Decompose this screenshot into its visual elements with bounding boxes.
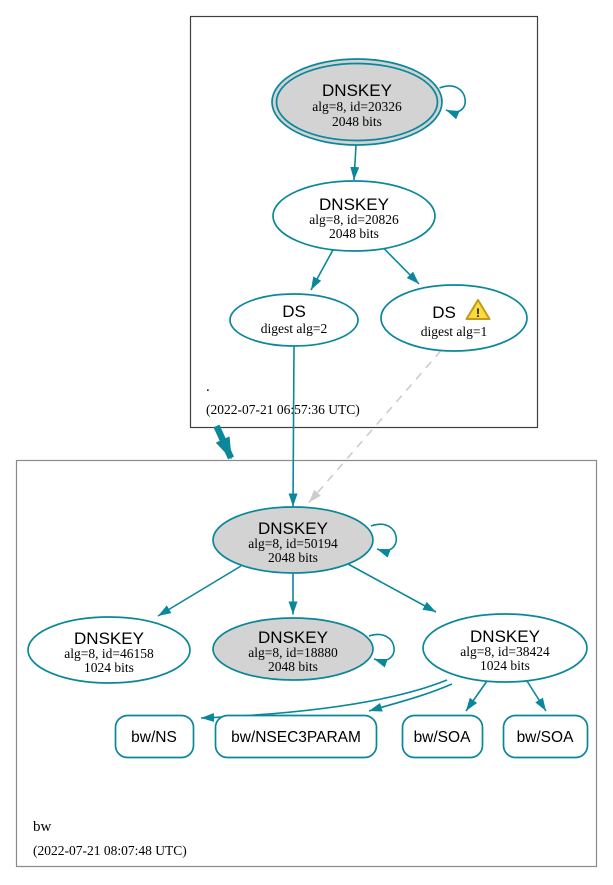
node-root-zsk-detail1: alg=8, id=20826 (309, 212, 399, 227)
warning-exclamation: ! (476, 306, 480, 320)
edge-root-zsk-to-ds-alg2 (310, 247, 335, 291)
node-root-ds-alg2-detail1: digest alg=2 (261, 321, 327, 336)
node-bw-dnskey-46158-title: DNSKEY (74, 629, 144, 648)
node-bw-ksk-detail2: 2048 bits (268, 550, 318, 565)
zone-cluster-bw (15, 459, 598, 868)
node-bw-ns-rrset[interactable]: bw/NS (114, 714, 195, 759)
zone-timestamp-root: (2022-07-21 06:57:36 UTC) (206, 402, 360, 417)
node-root-ds-alg2-title: DS (282, 302, 306, 321)
node-bw-soa-1-label: bw/SOA (414, 729, 472, 746)
node-bw-ksk-title: DNSKEY (258, 519, 328, 538)
node-root-ksk-inner-ellipse (275, 62, 439, 142)
node-bw-dnskey-46158-detail2: 1024 bits (84, 660, 134, 675)
node-bw-dnskey-38424-title: DNSKEY (470, 627, 540, 646)
node-root-ds-alg2-ellipse (229, 293, 359, 347)
node-root-zsk-detail2: 2048 bits (329, 226, 379, 241)
node-root-ksk-outer-ellipse (271, 58, 443, 146)
node-bw-ksk-ellipse (212, 506, 374, 574)
edge-bw-dnskey-38424-to-nsec3param (368, 683, 453, 712)
edge-bw-dnskey-18880-selfloop (368, 633, 395, 668)
node-bw-dnskey-38424[interactable]: DNSKEY alg=8, id=38424 1024 bits (422, 613, 588, 683)
zone-label-bw: bw (33, 819, 52, 835)
node-bw-nsec3param-label: bw/NSEC3PARAM (231, 729, 361, 746)
node-bw-nsec3param-rect (214, 714, 378, 759)
edge-bw-ksk-to-dnskey-38424 (347, 563, 437, 613)
node-root-ds-alg1-ellipse (380, 284, 528, 352)
edge-bw-dnskey-38424-to-soa-1 (465, 680, 488, 712)
node-bw-ns-rect (114, 714, 195, 759)
node-bw-dnskey-38424-detail1: alg=8, id=38424 (460, 644, 550, 659)
node-bw-soa-2-rect (502, 714, 589, 759)
node-root-ksk-dnskey-20326[interactable]: DNSKEY alg=8, id=20326 2048 bits (271, 58, 443, 146)
zone-label-root: . (206, 379, 210, 395)
node-bw-dnskey-38424-ellipse (422, 613, 588, 683)
zone-cluster-root (189, 15, 539, 429)
edge-bw-dnskey-38424-to-soa-2 (526, 680, 547, 712)
warning-icon: ! (465, 299, 491, 320)
node-bw-nsec3param-rrset[interactable]: bw/NSEC3PARAM (214, 714, 378, 759)
node-root-ds-alg1-detail1: digest alg=1 (421, 324, 487, 339)
node-bw-dnskey-38424-detail2: 1024 bits (480, 658, 530, 673)
node-bw-ksk-detail1: alg=8, id=50194 (248, 536, 338, 551)
node-bw-soa-2-label: bw/SOA (517, 729, 575, 746)
edge-root-ksk-selfloop (439, 85, 466, 120)
node-bw-ksk-dnskey-50194[interactable]: DNSKEY alg=8, id=50194 2048 bits (212, 506, 374, 574)
node-bw-soa-rrset-1[interactable]: bw/SOA (401, 714, 484, 759)
node-bw-dnskey-46158[interactable]: DNSKEY alg=8, id=46158 1024 bits (27, 616, 191, 684)
node-bw-dnskey-18880-detail1: alg=8, id=18880 (248, 645, 338, 660)
edge-ds-alg2-to-bw-ksk (288, 345, 298, 507)
node-bw-dnskey-46158-detail1: alg=8, id=46158 (64, 646, 154, 661)
node-bw-dnskey-46158-ellipse (27, 616, 191, 684)
node-bw-dnskey-18880-title: DNSKEY (258, 628, 328, 647)
node-root-ds-digest-alg2[interactable]: DS digest alg=2 (229, 293, 359, 347)
node-root-ds-digest-alg1[interactable]: DS ! digest alg=1 (380, 284, 528, 352)
warning-triangle (465, 299, 491, 320)
node-root-zsk-ellipse (272, 180, 436, 252)
edge-root-zsk-to-ds-alg1 (383, 247, 420, 285)
node-bw-dnskey-18880-ellipse (212, 617, 374, 681)
edge-delegation-root-to-bw (213, 424, 234, 460)
edge-bw-ksk-to-dnskey-46158 (157, 565, 242, 617)
node-root-ksk-detail2: 2048 bits (332, 114, 382, 129)
edge-bw-ksk-selfloop (370, 523, 398, 558)
node-bw-soa-rrset-2[interactable]: bw/SOA (502, 714, 589, 759)
zone-timestamp-bw: (2022-07-21 08:07:48 UTC) (33, 843, 187, 858)
edge-root-ksk-to-zsk (350, 145, 360, 181)
node-bw-dnskey-18880[interactable]: DNSKEY alg=8, id=18880 2048 bits (212, 617, 374, 681)
node-root-ds-alg1-title: DS (432, 303, 456, 322)
node-root-ksk-detail1: alg=8, id=20326 (312, 99, 402, 114)
node-bw-dnskey-18880-detail2: 2048 bits (268, 659, 318, 674)
node-bw-soa-1-rect (401, 714, 484, 759)
node-root-zsk-title: DNSKEY (319, 195, 389, 214)
node-root-zsk-dnskey-20826[interactable]: DNSKEY alg=8, id=20826 2048 bits (272, 180, 436, 252)
node-root-ksk-title: DNSKEY (322, 81, 392, 100)
edge-ds-alg1-to-bw-ksk-dashed (308, 349, 442, 504)
node-bw-ns-label: bw/NS (131, 729, 177, 746)
